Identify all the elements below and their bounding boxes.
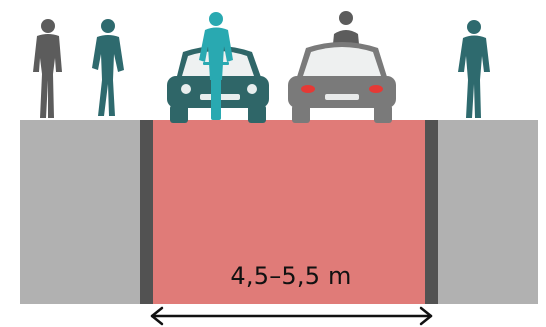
pedestrian-teal-icon bbox=[92, 19, 124, 116]
roadway-width-label: 4,5–5,5 m bbox=[152, 262, 430, 290]
dimension-arrow bbox=[152, 308, 431, 324]
pedestrian-left-icon bbox=[33, 19, 62, 118]
sidewalk-left bbox=[20, 120, 140, 304]
pedestrian-right-icon bbox=[458, 20, 490, 118]
sidewalk-right bbox=[438, 120, 538, 304]
car-gray-icon bbox=[288, 11, 396, 123]
